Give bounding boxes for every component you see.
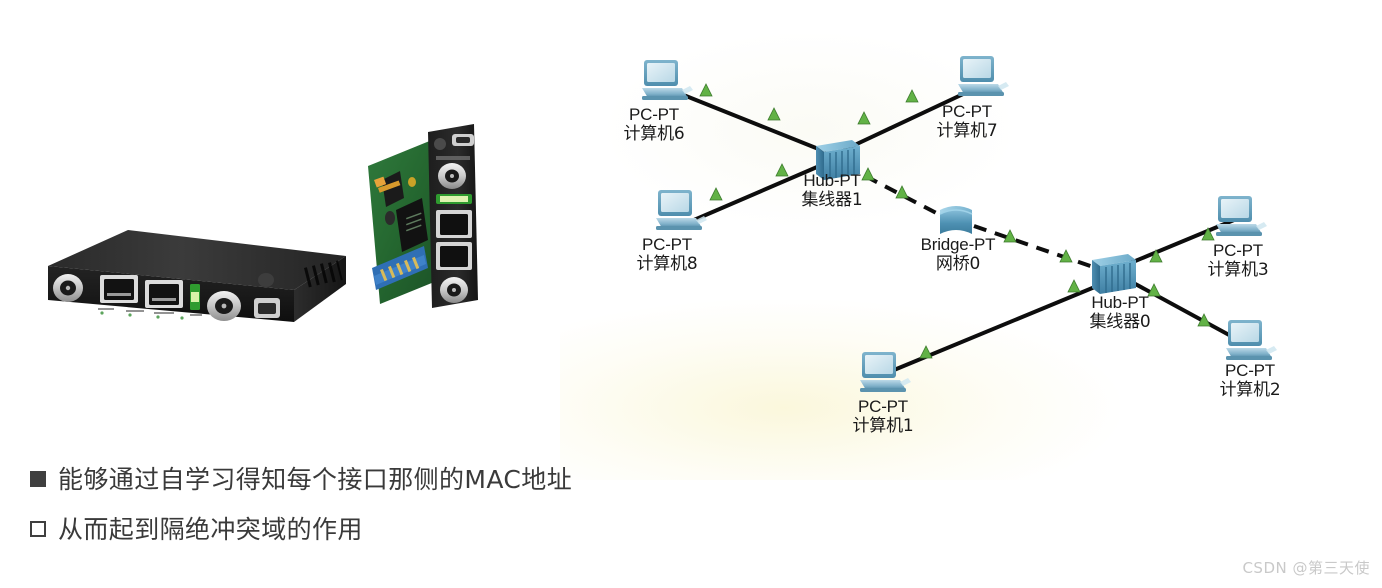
link-pc8-hub1: [693, 162, 825, 222]
pc-icon-pc6[interactable]: [642, 60, 693, 100]
network-topology-diagram: [642, 56, 1277, 392]
bullet-item-1: 能够通过自学习得知每个接口那侧的MAC地址: [30, 460, 790, 496]
bullet-text-2: 从而起到隔绝冲突域的作用: [58, 515, 363, 544]
link-pc7-hub1: [843, 86, 977, 152]
arrow-icon: [1003, 229, 1017, 243]
pc-icon-pc1[interactable]: [860, 352, 911, 392]
arrow-icon: [775, 163, 789, 177]
pc-icon-pc3[interactable]: [1216, 196, 1267, 236]
pc-icon-pc2[interactable]: [1226, 320, 1277, 360]
bridge-icon-bridge0[interactable]: [939, 206, 973, 234]
filled-square-bullet-icon: [30, 471, 46, 487]
arrow-icon: [1201, 227, 1215, 241]
link-pc6-hub1: [675, 90, 827, 154]
arrow-icon: [1147, 283, 1161, 297]
arrow-icon: [767, 107, 781, 121]
arrow-icon: [905, 89, 919, 103]
arrow-icon: [895, 185, 909, 199]
arrow-icon: [1059, 249, 1073, 263]
hub-icon-hub1[interactable]: [816, 140, 860, 180]
hollow-square-bullet-icon: [30, 521, 46, 537]
watermark: CSDN @第三天使: [1242, 559, 1370, 577]
arrow-icon: [1149, 249, 1163, 263]
bridge-hardware-photo: [48, 230, 346, 322]
arrow-icon: [709, 187, 723, 201]
bullet-item-2: 从而起到隔绝冲突域的作用: [30, 510, 790, 546]
nic-card-photo: [368, 124, 478, 308]
link-bridge0-hub0: [973, 224, 1103, 272]
link-hub0-pc3: [1127, 218, 1235, 266]
arrow-icon: [1197, 313, 1211, 327]
arrow-icon: [919, 345, 933, 359]
link-hub0-pc2: [1127, 278, 1243, 344]
pc-icon-pc7[interactable]: [958, 56, 1009, 96]
bullet-text-1: 能够通过自学习得知每个接口那侧的MAC地址: [58, 465, 573, 494]
arrow-icon: [857, 111, 871, 125]
link-hub1-bridge0: [845, 164, 943, 218]
hardware-photo-group: [0, 0, 560, 440]
link-status-arrows: [699, 83, 1215, 359]
bullet-list: 能够通过自学习得知每个接口那侧的MAC地址 从而起到隔绝冲突域的作用: [30, 460, 790, 560]
links-layer: [675, 86, 1243, 372]
arrow-icon: [699, 83, 713, 97]
hub-icon-hub0[interactable]: [1092, 254, 1136, 294]
arrow-icon: [1067, 279, 1081, 293]
arrow-icon: [861, 167, 875, 181]
pc-icon-pc8[interactable]: [656, 190, 707, 230]
